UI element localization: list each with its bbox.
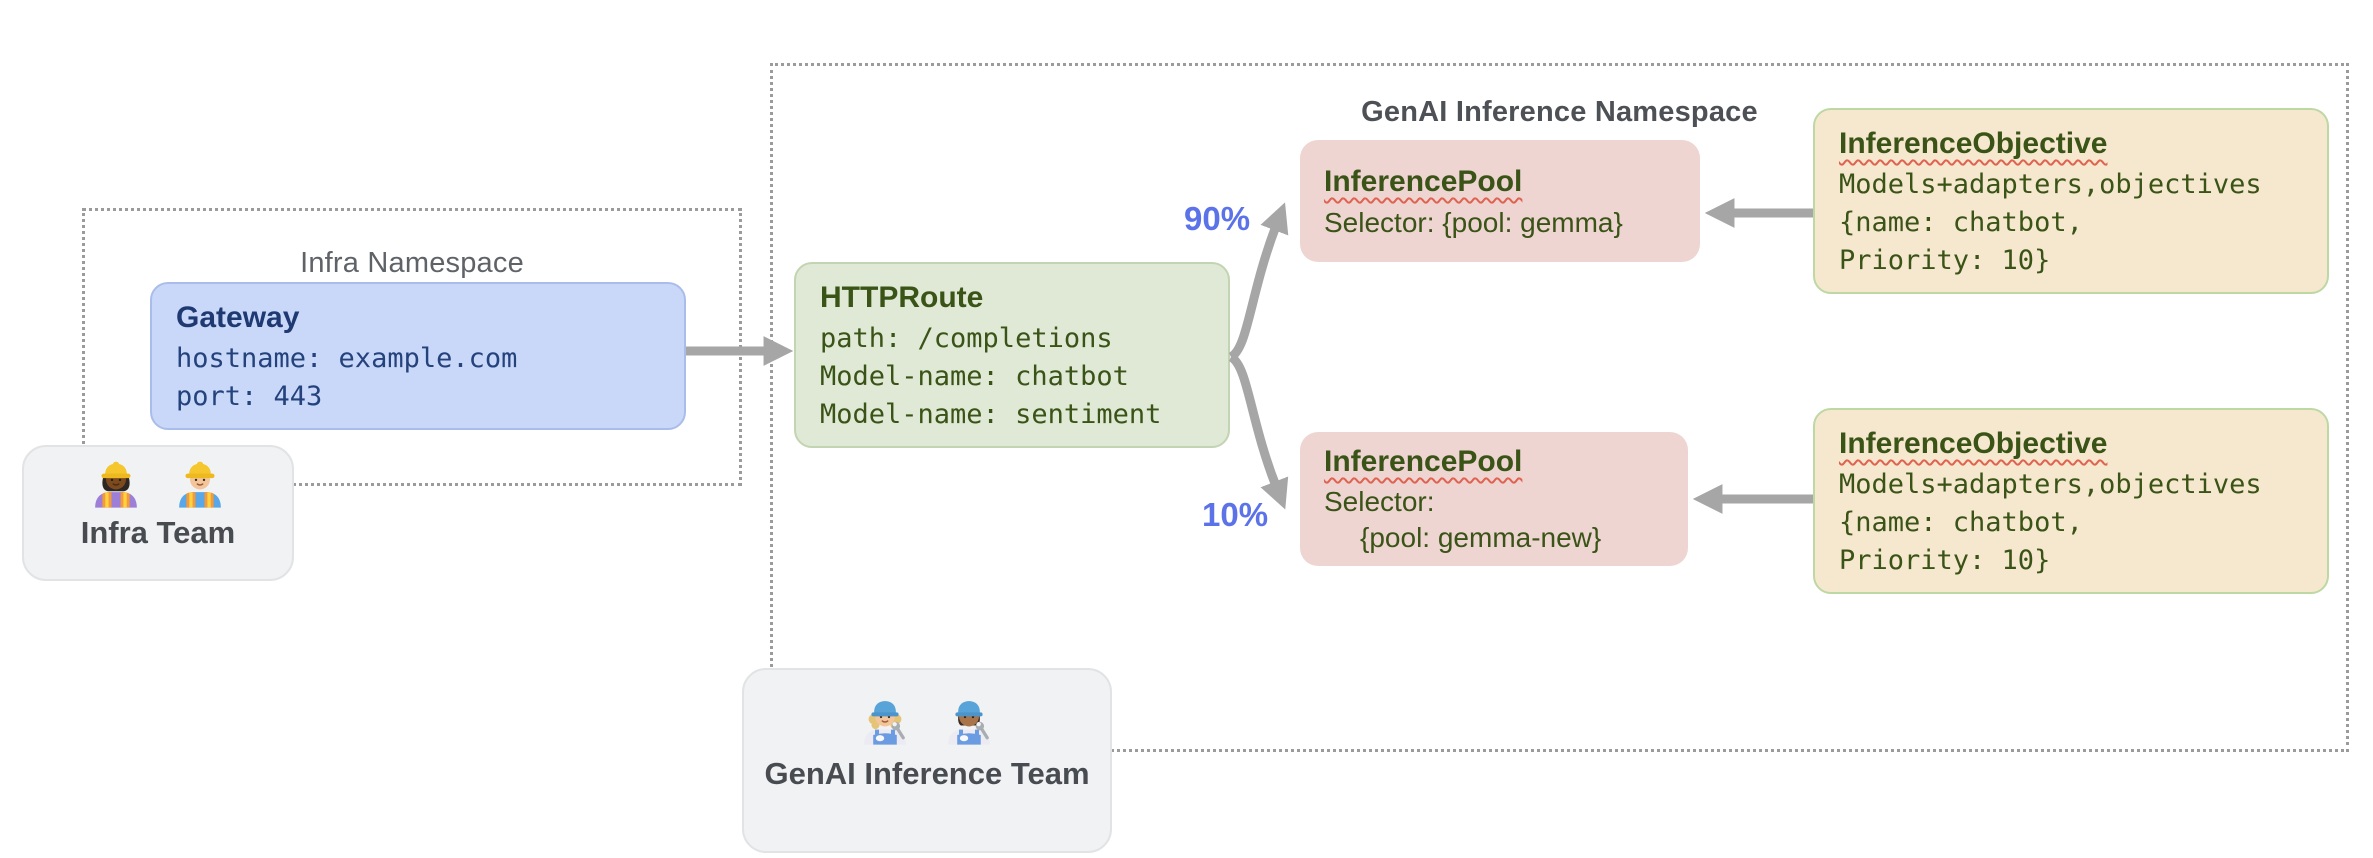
httproute-path-line: path: /completions xyxy=(820,323,1113,354)
traffic-split-90-label: 90% xyxy=(1184,200,1251,237)
traffic-split-10-label: 10% xyxy=(1202,496,1269,533)
inference-objective-bottom-name-line: {name: chatbot, xyxy=(1839,507,2083,538)
inference-pool-gemma-selector-line: Selector: {pool: gemma} xyxy=(1324,207,1623,238)
man-construction-worker-icon xyxy=(179,461,221,508)
infra-team-emojis xyxy=(87,455,229,513)
inference-objective-top-title: InferenceObjective xyxy=(1839,127,2108,160)
man-mechanic-icon xyxy=(948,701,990,745)
inference-pool-gemma-title: InferencePool xyxy=(1324,165,1523,198)
inference-objective-bottom-title: InferenceObjective xyxy=(1839,427,2108,460)
gateway-card: Gateway hostname: example.com port: 443 xyxy=(150,282,686,430)
infra-namespace-title: Infra Namespace xyxy=(300,247,524,279)
genai-namespace-title: GenAI Inference Namespace xyxy=(1361,96,1758,128)
inference-objective-top-priority-line: Priority: 10} xyxy=(1839,245,2051,276)
httproute-card: HTTPRoute path: /completions Model-name:… xyxy=(794,262,1230,448)
genai-namespace-box: GenAI Inference Namespace xyxy=(770,63,2349,752)
infra-team-box: Infra Team xyxy=(22,445,294,581)
inference-objective-top-name-line: {name: chatbot, xyxy=(1839,207,2083,238)
inference-objective-bottom-models-line: Models+adapters,objectives xyxy=(1839,469,2262,500)
genai-team-emojis xyxy=(856,692,998,750)
woman-construction-worker-icon xyxy=(95,461,137,508)
inference-pool-gemma-new-selector-line: Selector: xyxy=(1324,486,1435,517)
infra-team-label: Infra Team xyxy=(80,515,236,550)
genai-inference-team-label: GenAI Inference Team xyxy=(764,756,1090,791)
httproute-model-chatbot-line: Model-name: chatbot xyxy=(820,361,1129,392)
inference-objective-bottom-card: InferenceObjective Models+adapters,objec… xyxy=(1813,408,2329,594)
inference-objective-bottom-priority-line: Priority: 10} xyxy=(1839,545,2051,576)
gateway-port-line: port: 443 xyxy=(176,381,323,412)
httproute-model-sentiment-line: Model-name: sentiment xyxy=(820,399,1162,430)
woman-mechanic-icon xyxy=(864,701,906,745)
inference-pool-gemma-new-value-line: {pool: gemma-new} xyxy=(1360,522,1602,553)
inference-objective-top-card: InferenceObjective Models+adapters,objec… xyxy=(1813,108,2329,294)
inference-objective-top-models-line: Models+adapters,objectives xyxy=(1839,169,2262,200)
gateway-title: Gateway xyxy=(176,301,300,334)
gateway-hostname-line: hostname: example.com xyxy=(176,343,518,374)
inference-pool-gemma-card: InferencePool Selector: {pool: gemma} xyxy=(1300,140,1700,262)
inference-pool-gemma-new-title: InferencePool xyxy=(1324,445,1523,478)
httproute-title: HTTPRoute xyxy=(820,281,984,314)
inference-pool-gemma-new-card: InferencePool Selector: {pool: gemma-new… xyxy=(1300,432,1688,566)
genai-inference-team-box: GenAI Inference Team xyxy=(742,668,1112,853)
